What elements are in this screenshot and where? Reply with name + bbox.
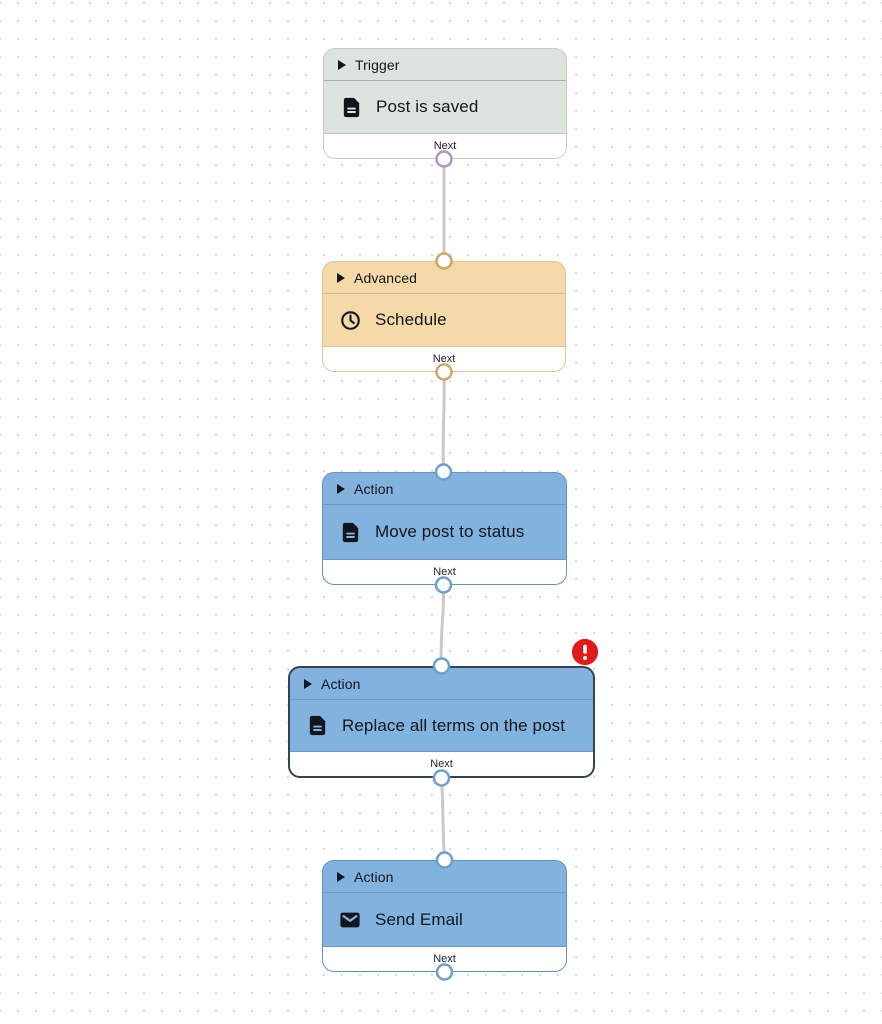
node-title: Replace all terms on the post	[342, 715, 566, 735]
mail-icon	[338, 908, 362, 932]
document-icon	[339, 95, 363, 119]
document-icon	[338, 520, 362, 544]
expand-triangle-icon	[337, 871, 345, 882]
input-port[interactable]	[434, 463, 453, 481]
connector	[439, 583, 446, 668]
node-header[interactable]: Action	[323, 473, 566, 505]
node-body: Schedule	[323, 294, 565, 346]
expand-triangle-icon	[304, 678, 312, 689]
node-title: Schedule	[375, 310, 447, 329]
node-header[interactable]: Advanced	[323, 262, 565, 294]
expand-triangle-icon	[337, 272, 345, 283]
node-body: Post is saved	[324, 81, 566, 133]
node-title: Move post to status	[375, 522, 525, 541]
node-header[interactable]: Trigger	[324, 49, 566, 81]
node-header[interactable]: Action	[323, 861, 566, 893]
node-trigger-post-is-saved[interactable]: Trigger Post is saved Next	[323, 48, 567, 159]
node-category-label: Action	[321, 675, 361, 692]
clock-icon	[338, 308, 362, 332]
node-action-send-email[interactable]: Action Send Email Next	[322, 860, 567, 972]
node-title: Post is saved	[376, 97, 479, 116]
expand-triangle-icon	[338, 59, 346, 70]
node-category-label: Action	[354, 868, 394, 885]
expand-triangle-icon	[337, 483, 345, 494]
output-port[interactable]	[435, 363, 453, 381]
connector	[440, 776, 446, 862]
next-branch-label[interactable]: Next	[323, 346, 565, 371]
node-body: Move post to status	[323, 505, 566, 559]
connector	[441, 370, 446, 474]
document-icon	[305, 714, 329, 738]
node-category-label: Action	[354, 480, 394, 497]
node-category-label: Trigger	[355, 56, 400, 73]
input-port[interactable]	[435, 851, 454, 869]
input-port[interactable]	[432, 657, 451, 675]
node-advanced-schedule[interactable]: Advanced Schedule Next	[322, 261, 566, 372]
node-title: Send Email	[375, 909, 463, 929]
input-port[interactable]	[435, 252, 453, 270]
node-header[interactable]: Action	[290, 668, 593, 700]
output-port[interactable]	[435, 963, 454, 981]
output-port[interactable]	[434, 576, 453, 594]
node-body: Send Email	[323, 893, 566, 946]
output-port[interactable]	[432, 769, 451, 787]
node-body: Replace all terms on the post	[290, 700, 593, 751]
error-badge[interactable]	[572, 639, 598, 665]
exclamation-icon	[572, 639, 598, 665]
node-action-replace-all-terms[interactable]: Action Replace all terms on the post Nex…	[288, 666, 595, 778]
node-category-label: Advanced	[354, 269, 418, 286]
output-port[interactable]	[435, 150, 453, 168]
